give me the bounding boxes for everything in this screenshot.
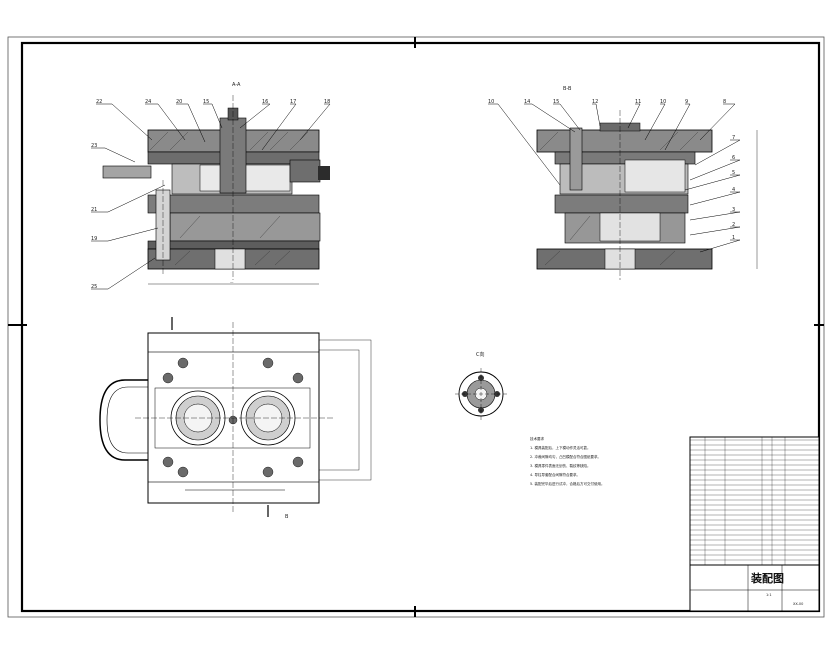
notes-heading: 技术要求: [530, 436, 544, 441]
drawing-title: 装配图: [750, 571, 784, 585]
callout-label: 25: [91, 284, 97, 290]
callout-label: 4: [732, 187, 735, 193]
title-block: 装配图 XX-00 1:1: [689, 436, 820, 612]
callout-label: 9: [685, 99, 688, 105]
technical-notes: 技术要求 1. 模具装配后，上下模动作灵活可靠。 2. 冲裁间隙均匀，凸凹模配合…: [530, 436, 604, 486]
callout-label: 21: [91, 207, 97, 213]
note-item: 3. 模具零件表面无划伤、裂纹等缺陷。: [530, 463, 590, 468]
detail-view-c: C向: [455, 351, 507, 420]
callout-label: 15: [553, 99, 559, 105]
callout-label: 20: [176, 99, 182, 105]
plan-view: B: [99, 317, 372, 520]
drawing-number: XX-00: [793, 602, 803, 606]
callout-label: 11: [635, 99, 641, 105]
note-item: 4. 导柱导套配合间隙符合要求。: [530, 472, 580, 477]
callout-label: 19: [91, 236, 97, 242]
section-aa-title: A-A: [232, 82, 241, 88]
section-view-aa: A-A —: [91, 82, 331, 290]
section-view-bb: B-B: [488, 86, 758, 280]
callout-label: 12: [592, 99, 598, 105]
svg-text:—: —: [230, 280, 234, 284]
note-item: 2. 冲裁间隙均匀，凸凹模配合符合图纸要求。: [530, 454, 601, 459]
callout-label: 3: [732, 207, 735, 213]
plan-arrow-label: B: [285, 514, 289, 520]
callout-label: 24: [145, 99, 151, 105]
callout-label: 18: [324, 99, 330, 105]
callout-label: 8: [723, 99, 726, 105]
callout-label: 15: [203, 99, 209, 105]
callout-label: 22: [96, 99, 102, 105]
detail-title: C向: [476, 351, 485, 358]
callout-label: 5: [732, 170, 735, 176]
callout-label: 23: [91, 143, 97, 149]
section-bb-title: B-B: [563, 86, 572, 92]
note-item: 5. 装配完毕后进行试冲，合格后方可交付使用。: [530, 481, 604, 486]
callout-label: 2: [732, 222, 735, 228]
callout-label: 7: [732, 135, 735, 141]
note-item: 1. 模具装配后，上下模动作灵活可靠。: [530, 445, 590, 450]
callout-label: 14: [524, 99, 530, 105]
callout-label: 17: [290, 99, 296, 105]
callout-label: 16: [262, 99, 268, 105]
drawing-scale: 1:1: [766, 593, 772, 597]
callout-label: 10: [660, 99, 666, 105]
callout-label: 10: [488, 99, 494, 105]
callout-label: 1: [732, 235, 735, 241]
callout-label: 6: [732, 155, 735, 161]
inner-frame: [20, 41, 821, 613]
centering-marks: [8, 37, 824, 617]
